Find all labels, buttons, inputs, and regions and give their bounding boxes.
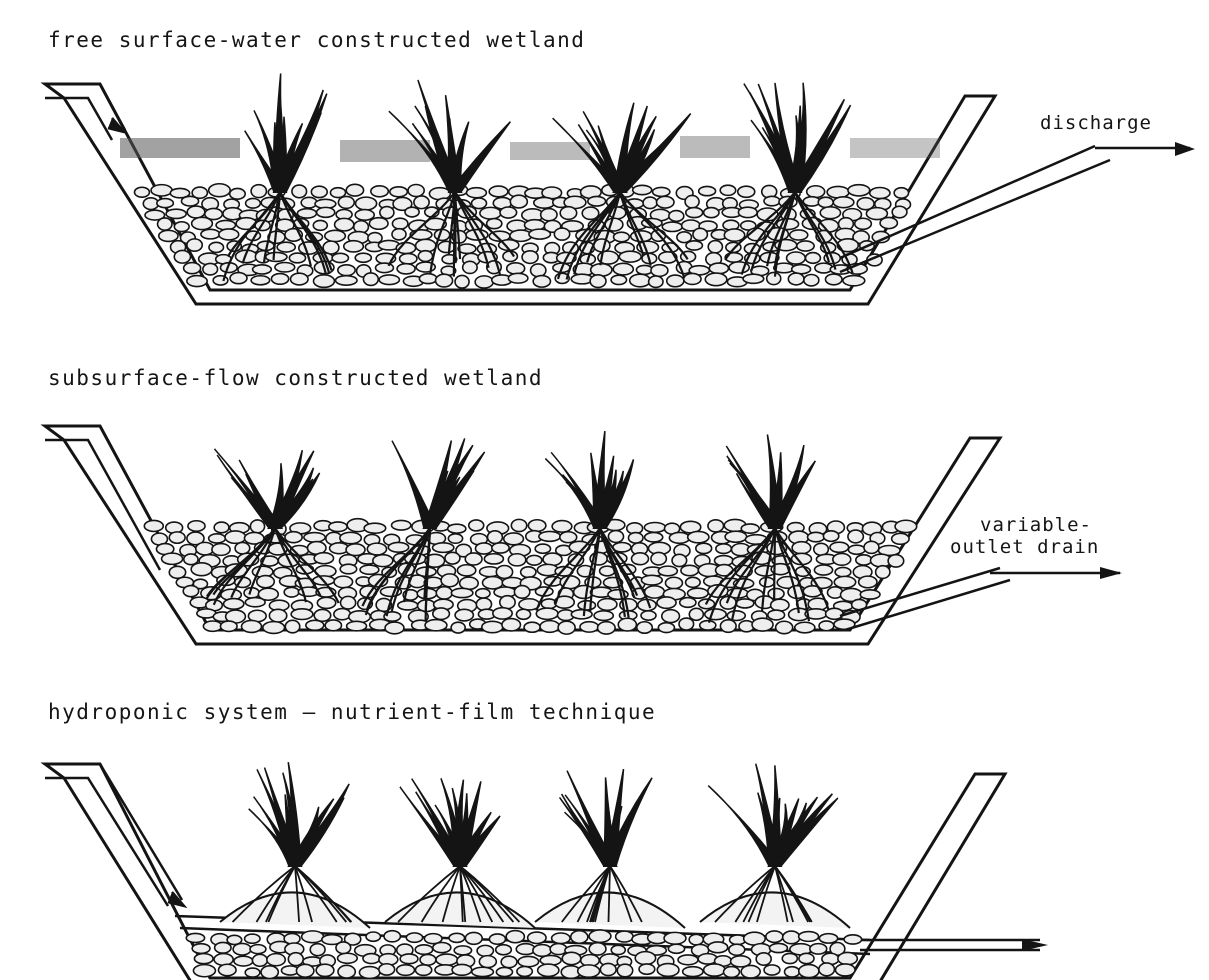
wetland-diagram-2 [0, 330, 1209, 650]
discharge-arrow [1175, 142, 1195, 156]
plants [220, 762, 850, 928]
gravel-bed [144, 519, 916, 634]
gravel-bed [186, 930, 861, 979]
hydroponic-diagram [0, 660, 1209, 980]
panel-free-surface-wetland: free surface-water constructed wetland d… [0, 0, 1209, 320]
panel-subsurface-wetland: subsurface-flow constructed wetland vari… [0, 330, 1209, 650]
wetland-diagram-1 [0, 0, 1209, 320]
outlet-arrow [1100, 567, 1122, 579]
panel-hydroponic-nft: hydroponic system — nutrient-film techni… [0, 660, 1209, 980]
